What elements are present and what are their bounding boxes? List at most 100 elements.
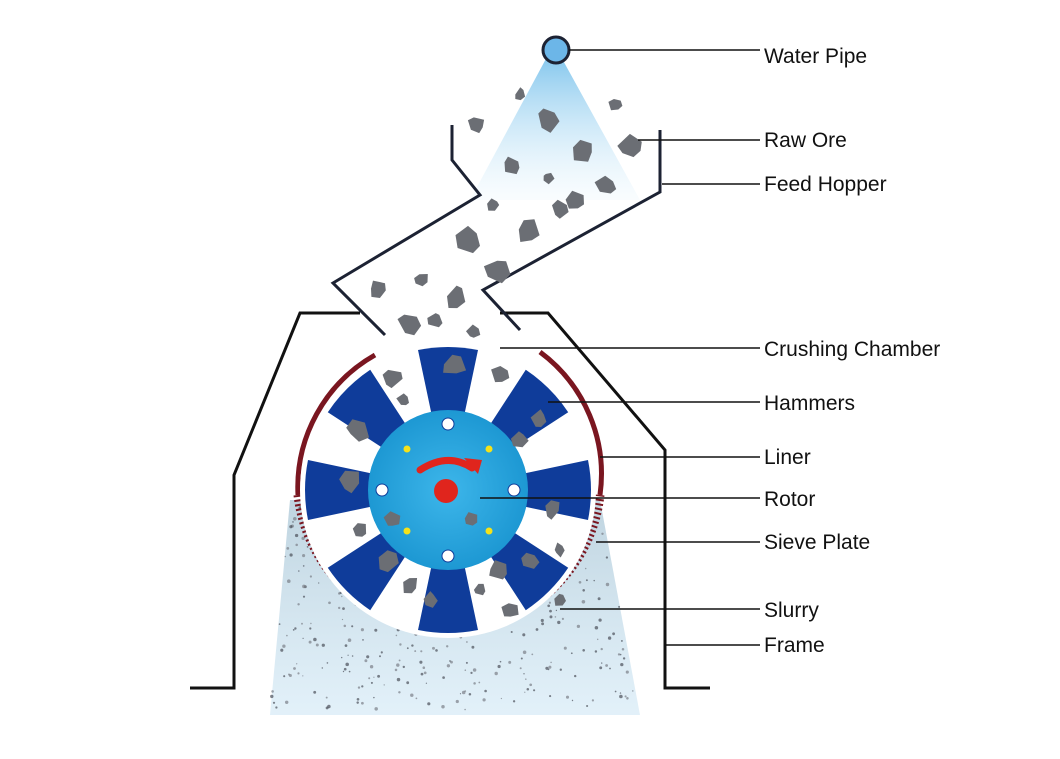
slurry-dot <box>594 650 598 653</box>
slurry-dot <box>591 699 595 702</box>
slurry-dot <box>271 690 274 693</box>
slurry-dot <box>435 649 438 652</box>
slurry-dot <box>313 690 317 694</box>
slurry-dot <box>410 693 414 697</box>
slurry-dot <box>473 682 476 685</box>
label-rotor: Rotor <box>764 488 815 511</box>
label-water-pipe: Water Pipe <box>764 45 867 68</box>
slurry-dot <box>362 639 364 641</box>
bolt <box>441 549 455 563</box>
ore-particle <box>447 285 466 309</box>
slurry-dot <box>617 653 621 656</box>
slurry-dot <box>342 670 345 673</box>
slurry-dot <box>571 699 574 702</box>
slurry-dot <box>465 661 468 664</box>
slurry-dot <box>618 605 621 608</box>
ore-particle <box>552 199 569 219</box>
slurry-dot <box>356 701 359 704</box>
slurry-dot <box>563 646 567 650</box>
slurry-dot <box>554 616 557 618</box>
slurry-dot <box>522 633 526 637</box>
slurry-dot <box>442 676 445 679</box>
slurry-dot <box>302 565 305 567</box>
slurry-dot <box>468 693 472 696</box>
slurry-dot <box>548 601 552 604</box>
slurry-dot <box>586 704 589 708</box>
slurry-dot <box>383 684 385 686</box>
ore-particle <box>487 198 500 211</box>
slurry-dot <box>411 644 414 647</box>
slurry-dot <box>368 677 371 680</box>
slurry-dot <box>366 655 370 659</box>
slurry-dot <box>286 547 290 550</box>
slurry-dot <box>399 643 402 646</box>
slurry-dot <box>325 696 328 699</box>
ore-particle <box>543 172 555 185</box>
slurry-dot <box>309 575 312 578</box>
ore-particle <box>427 313 443 328</box>
slurry-dot <box>585 579 588 582</box>
slurry-dot <box>398 691 401 694</box>
ore-particle <box>530 409 547 427</box>
slurry-dot <box>459 693 462 695</box>
slurry-dot <box>574 674 577 678</box>
slurry-dot <box>626 697 629 700</box>
slurry-dot <box>510 630 513 634</box>
slurry-dot <box>472 668 477 672</box>
label-sieve-plate: Sieve Plate <box>764 531 870 554</box>
ore-particle <box>382 369 403 389</box>
slurry-dot <box>302 584 306 589</box>
slurry-dot <box>594 625 599 630</box>
label-frame: Frame <box>764 634 825 657</box>
slurry-dot <box>441 705 445 709</box>
slurry-dot <box>321 643 325 647</box>
slurry-dot <box>625 670 629 674</box>
ore-particle <box>397 314 422 336</box>
slurry-dot <box>548 665 552 669</box>
slurry-dot <box>294 627 297 630</box>
slurry-dot <box>598 618 602 622</box>
slurry-dot <box>482 698 486 702</box>
slurry-dot <box>632 690 634 692</box>
slurry-dot <box>549 615 553 619</box>
slurry-dot <box>605 664 608 667</box>
slurry-dot <box>341 618 344 621</box>
slurry-dot <box>374 628 378 632</box>
slurry-dot <box>471 645 475 649</box>
slurry-dot <box>345 662 349 667</box>
slurry-dot <box>593 579 595 582</box>
ore-particle <box>504 156 520 175</box>
ore-particle <box>352 523 367 537</box>
ore-particle <box>455 225 480 254</box>
slurry-dot <box>347 654 349 656</box>
slurry-dot <box>581 600 586 604</box>
ore-particle <box>538 108 560 133</box>
slurry-dot <box>427 702 431 706</box>
slurry-dot <box>599 666 603 670</box>
slurry-dot <box>520 657 523 660</box>
ore-particle <box>383 511 401 526</box>
label-raw-ore: Raw Ore <box>764 129 847 152</box>
frame <box>190 311 710 690</box>
slurry-dot <box>373 676 375 678</box>
slurry-dot <box>348 670 351 673</box>
slurry-dot <box>293 517 297 521</box>
water-spray <box>470 55 640 200</box>
bolt <box>485 527 493 535</box>
slurry-dot <box>609 667 611 670</box>
ore-particle <box>378 550 399 573</box>
slurry-dot <box>310 622 312 625</box>
slurry-dot <box>377 674 381 678</box>
slurry-dot <box>614 690 617 693</box>
slurry-dot <box>289 525 293 529</box>
slurry-dot <box>525 678 527 680</box>
slurry-dot <box>356 697 360 701</box>
slurry-dot <box>270 694 274 699</box>
slurry-dot <box>550 661 552 664</box>
ore-particle <box>443 354 467 374</box>
slurry-dot <box>470 671 473 675</box>
ore-particle <box>396 393 409 406</box>
ore-particle <box>466 324 481 338</box>
ore-particle <box>608 99 623 111</box>
